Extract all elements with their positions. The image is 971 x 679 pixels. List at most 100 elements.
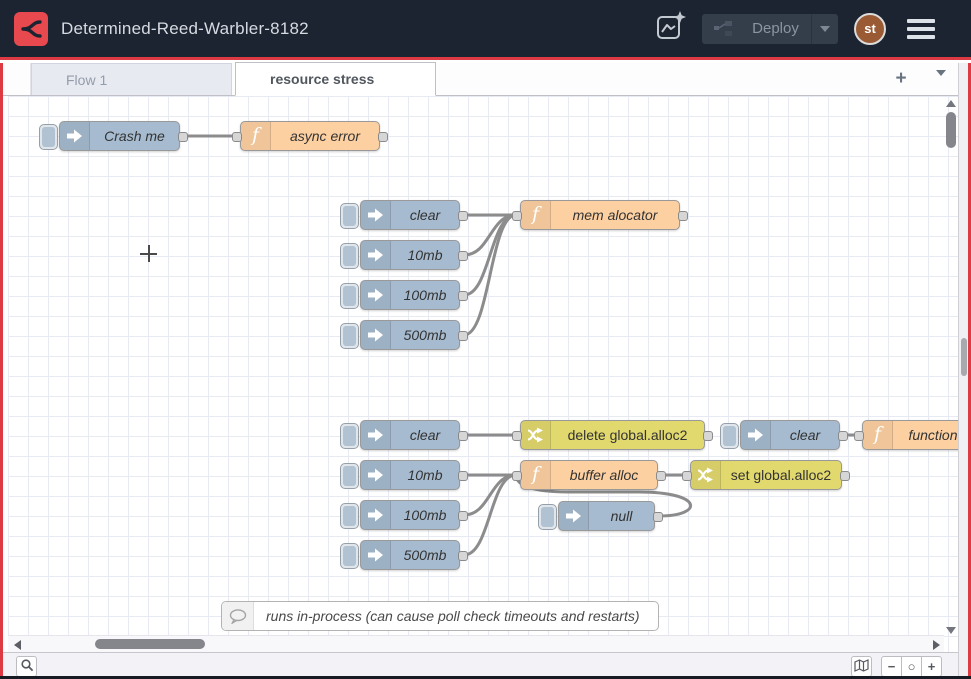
output-port[interactable] xyxy=(458,551,468,561)
inject-trigger-button[interactable] xyxy=(340,283,359,309)
output-port[interactable] xyxy=(678,211,688,221)
inject-trigger-button[interactable] xyxy=(340,463,359,489)
flow-canvas[interactable]: Crash me fasync error clear 10mb 100mb 500mb f… xyxy=(8,96,958,652)
canvas-horizontal-scrollbar[interactable] xyxy=(8,635,944,652)
inject-arrow-icon xyxy=(66,128,84,144)
node-icon-section: f xyxy=(521,201,551,229)
output-port[interactable] xyxy=(703,431,713,441)
output-port[interactable] xyxy=(458,251,468,261)
inject-trigger-button[interactable] xyxy=(340,323,359,349)
ai-assistant-button[interactable] xyxy=(651,10,689,48)
inject-trigger-button[interactable] xyxy=(340,203,359,229)
node-label: 10mb xyxy=(391,461,459,489)
page-scrollbar[interactable] xyxy=(958,63,968,676)
node-label: runs in-process (can cause poll check ti… xyxy=(254,602,658,630)
node-comment-note[interactable]: runs in-process (can cause poll check ti… xyxy=(221,601,659,631)
output-port[interactable] xyxy=(653,512,663,522)
zoom-in-icon: + xyxy=(928,659,936,674)
node-mb100-low[interactable]: 100mb xyxy=(360,500,460,530)
output-port[interactable] xyxy=(458,431,468,441)
user-avatar[interactable]: st xyxy=(854,13,886,45)
zoom-reset-icon: ○ xyxy=(908,659,916,674)
deploy-nodes-icon xyxy=(714,21,732,36)
tab-resource-stress-label: resource stress xyxy=(270,71,374,87)
node-icon-section xyxy=(361,321,391,349)
inject-arrow-icon xyxy=(565,508,583,524)
zoom-controls: − ○ + xyxy=(882,656,942,677)
map-icon xyxy=(854,659,869,675)
output-port[interactable] xyxy=(838,431,848,441)
tab-scroll-spacer xyxy=(0,63,31,95)
node-label: set global.alloc2 xyxy=(721,461,841,489)
node-clear-mid[interactable]: clear xyxy=(360,200,460,230)
output-port[interactable] xyxy=(656,471,666,481)
output-port[interactable] xyxy=(458,291,468,301)
deploy-dropdown[interactable] xyxy=(812,26,838,32)
tab-resource-stress[interactable]: resource stress xyxy=(235,62,436,96)
flow-list-button[interactable] xyxy=(936,76,946,94)
input-port[interactable] xyxy=(682,471,692,481)
search-button[interactable] xyxy=(16,656,37,677)
output-port[interactable] xyxy=(840,471,850,481)
wire-mb100-low-to-buffer-alloc[interactable] xyxy=(464,475,516,515)
canvas-vertical-scrollbar[interactable] xyxy=(944,96,958,652)
node-set-alloc2[interactable]: set global.alloc2 xyxy=(690,460,842,490)
node-buffer-alloc[interactable]: fbuffer alloc xyxy=(520,460,658,490)
output-port[interactable] xyxy=(178,132,188,142)
node-icon-section xyxy=(60,122,90,150)
inject-trigger-button[interactable] xyxy=(538,504,557,530)
workspace-left-red-border xyxy=(0,63,3,676)
scroll-down-icon[interactable] xyxy=(946,627,956,634)
hamburger-menu-icon[interactable] xyxy=(907,17,935,41)
footer-toolbar: − ○ + xyxy=(0,652,958,676)
input-port[interactable] xyxy=(512,471,522,481)
inject-trigger-button[interactable] xyxy=(39,124,58,150)
node-label: clear xyxy=(771,421,839,449)
output-port[interactable] xyxy=(458,471,468,481)
node-mb500-mid[interactable]: 500mb xyxy=(360,320,460,350)
scroll-left-icon[interactable] xyxy=(14,640,21,650)
scroll-right-icon[interactable] xyxy=(933,640,940,650)
node-icon-section xyxy=(361,421,391,449)
vertical-scroll-thumb[interactable] xyxy=(946,112,956,148)
zoom-in-button[interactable]: + xyxy=(921,656,942,677)
node-clear-low[interactable]: clear xyxy=(360,420,460,450)
function-f-icon: f xyxy=(252,126,259,147)
node-mem-alocator[interactable]: fmem alocator xyxy=(520,200,680,230)
inject-arrow-icon xyxy=(367,327,385,343)
inject-trigger-button[interactable] xyxy=(340,243,359,269)
input-port[interactable] xyxy=(232,132,242,142)
node-mb100-mid[interactable]: 100mb xyxy=(360,280,460,310)
output-port[interactable] xyxy=(458,331,468,341)
node-mb10-mid[interactable]: 10mb xyxy=(360,240,460,270)
inject-trigger-button[interactable] xyxy=(720,423,739,449)
zoom-out-button[interactable]: − xyxy=(881,656,902,677)
node-icon-section: f xyxy=(521,461,551,489)
zoom-reset-button[interactable]: ○ xyxy=(901,656,922,677)
inject-trigger-button[interactable] xyxy=(340,423,359,449)
node-null-inject[interactable]: null xyxy=(558,501,655,531)
node-crash-me[interactable]: Crash me xyxy=(59,121,180,151)
output-port[interactable] xyxy=(458,211,468,221)
navigator-button[interactable] xyxy=(851,656,872,677)
page-scroll-thumb[interactable] xyxy=(961,338,967,376)
node-delete-alloc2[interactable]: delete global.alloc2 xyxy=(520,420,705,450)
input-port[interactable] xyxy=(854,431,864,441)
input-port[interactable] xyxy=(512,211,522,221)
node-mb500-low[interactable]: 500mb xyxy=(360,540,460,570)
tab-flow-1[interactable]: Flow 1 xyxy=(31,63,232,95)
scroll-up-icon[interactable] xyxy=(946,100,956,107)
node-async-error[interactable]: fasync error xyxy=(240,121,380,151)
node-clear-right[interactable]: clear xyxy=(740,420,840,450)
add-flow-button[interactable]: + xyxy=(888,67,914,91)
horizontal-scroll-thumb[interactable] xyxy=(95,639,205,649)
inject-trigger-button[interactable] xyxy=(340,543,359,569)
node-icon-section xyxy=(361,501,391,529)
node-mb10-low[interactable]: 10mb xyxy=(360,460,460,490)
node-label: null xyxy=(589,502,654,530)
output-port[interactable] xyxy=(378,132,388,142)
output-port[interactable] xyxy=(458,511,468,521)
inject-trigger-button[interactable] xyxy=(340,503,359,529)
input-port[interactable] xyxy=(512,431,522,441)
deploy-button[interactable]: Deploy xyxy=(702,14,838,44)
